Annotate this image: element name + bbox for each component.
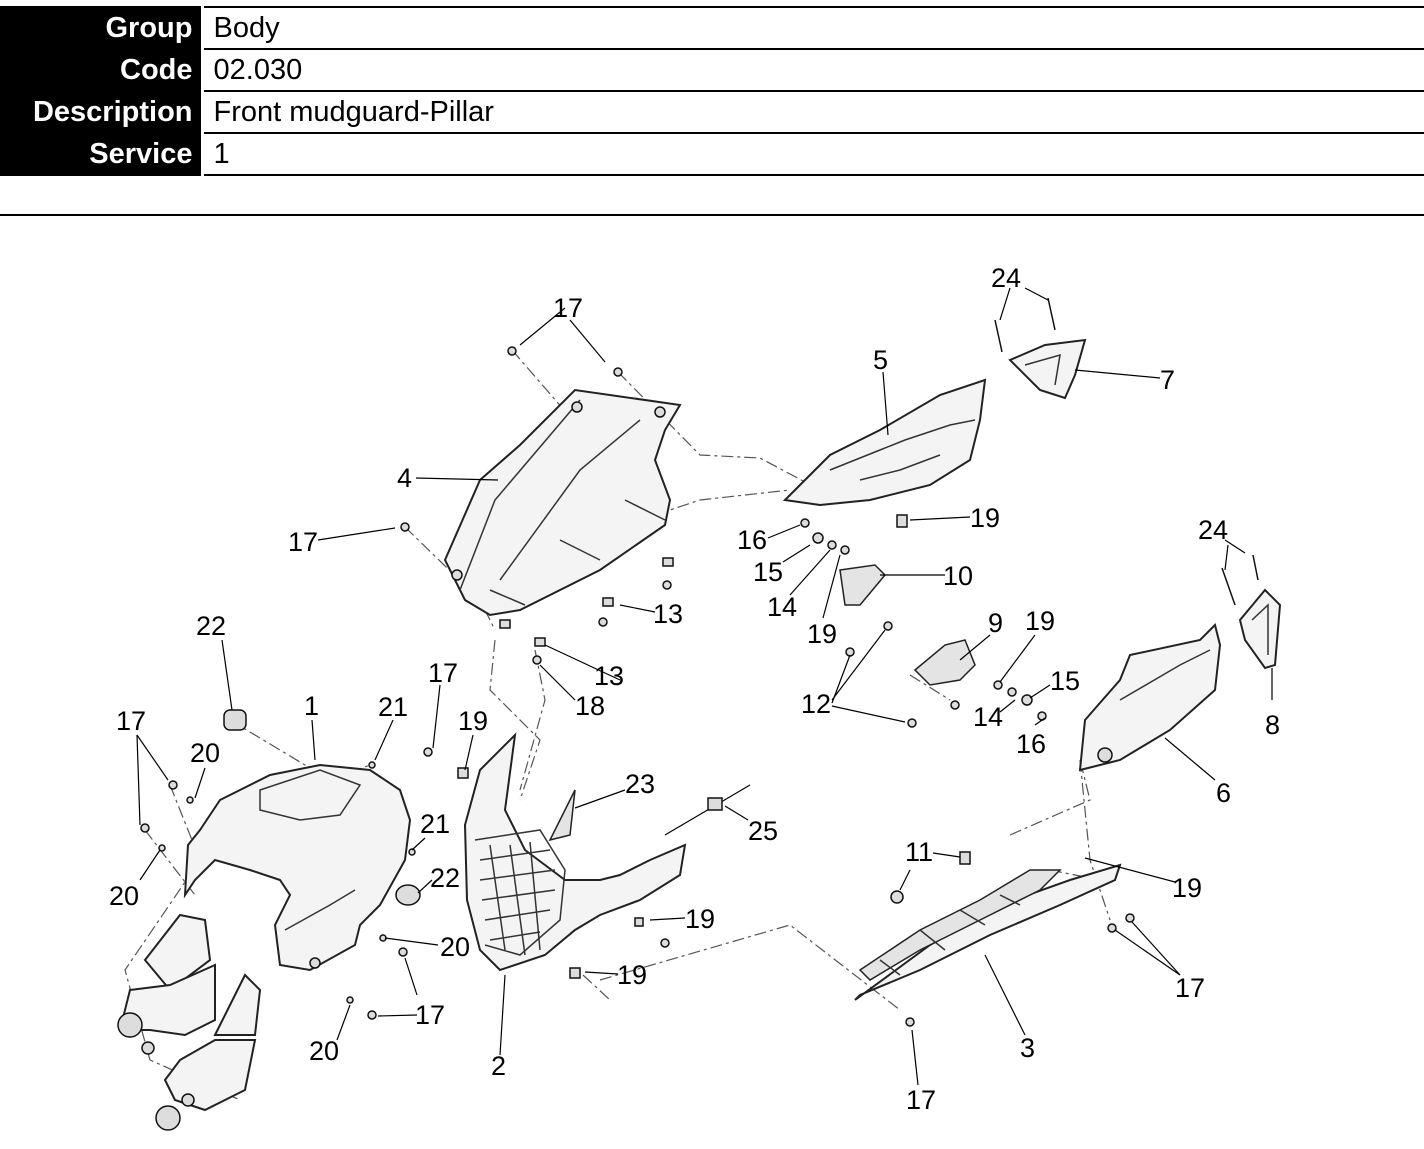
description-value: Front mudguard-Pillar — [213, 96, 494, 128]
callout-17: 17 — [906, 1085, 936, 1115]
callout-16: 16 — [737, 525, 767, 555]
leader-lines — [136, 287, 1273, 1086]
callout-22: 22 — [196, 611, 226, 641]
callout-16: 16 — [1016, 729, 1046, 759]
callout-17: 17 — [288, 527, 318, 557]
callout-14: 14 — [767, 592, 797, 622]
callout-13: 13 — [594, 661, 624, 691]
part-1-front-mudguard — [183, 709, 421, 972]
callout-labels: 17 24 5 7 4 19 17 16 15 10 24 14 13 19 2… — [109, 263, 1280, 1115]
callout-20: 20 — [440, 932, 470, 962]
header-separator — [0, 214, 1424, 216]
callout-19: 19 — [685, 904, 715, 934]
callout-19: 19 — [1172, 873, 1202, 903]
part-2-front-grille — [463, 732, 687, 972]
callout-19: 19 — [807, 619, 837, 649]
callout-24: 24 — [991, 263, 1021, 293]
callout-15: 15 — [1050, 666, 1080, 696]
callout-7: 7 — [1160, 365, 1175, 395]
callout-14: 14 — [973, 702, 1003, 732]
group-label: Group — [0, 7, 204, 49]
callout-24: 24 — [1198, 515, 1228, 545]
part-4-upper-cowl — [443, 388, 682, 617]
callout-20: 20 — [109, 881, 139, 911]
callout-19: 19 — [970, 503, 1000, 533]
callout-20: 20 — [190, 738, 220, 768]
callout-2: 2 — [491, 1051, 506, 1081]
callout-19: 19 — [617, 960, 647, 990]
info-row-code: Code 02.030 — [0, 49, 1424, 91]
service-label: Service — [0, 133, 204, 175]
group-value: Body — [213, 12, 280, 44]
info-row-group: Group Body — [0, 7, 1424, 49]
assembly-lines — [124, 349, 1111, 1101]
exploded-parts-diagram: 17 24 5 7 4 19 17 16 15 10 24 14 13 19 2… — [109, 263, 1282, 1131]
service-value: 1 — [213, 138, 230, 170]
description-label: Description — [0, 91, 204, 133]
code-label: Code — [0, 49, 204, 91]
part-10-bracket — [800, 514, 917, 728]
part-info-table: Group Body Code 02.030 Description Front… — [0, 6, 1424, 176]
callout-21: 21 — [378, 692, 408, 722]
callout-22: 22 — [430, 863, 460, 893]
callout-17: 17 — [1175, 973, 1205, 1003]
callout-25: 25 — [748, 816, 778, 846]
part-9-bracket — [913, 639, 1047, 721]
callout-19: 19 — [1025, 606, 1055, 636]
part-3-undertray — [854, 851, 1135, 1027]
callout-17: 17 — [428, 658, 458, 688]
callout-23: 23 — [625, 769, 655, 799]
front-fork — [117, 913, 262, 1131]
info-row-description: Description Front mudguard-Pillar — [0, 91, 1424, 133]
callout-17: 17 — [553, 293, 583, 323]
info-row-service: Service 1 — [0, 133, 1424, 175]
callout-19: 19 — [458, 706, 488, 736]
callout-17: 17 — [116, 706, 146, 736]
part-5-side-panel — [782, 378, 987, 507]
callout-4: 4 — [397, 463, 412, 493]
part-8-vent — [1221, 554, 1282, 670]
part-6-lower-side-panel — [1078, 623, 1222, 772]
callout-13: 13 — [653, 599, 683, 629]
callout-18: 18 — [575, 691, 605, 721]
fasteners — [140, 346, 674, 1020]
callout-6: 6 — [1216, 778, 1231, 808]
callout-8: 8 — [1265, 710, 1280, 740]
callout-20: 20 — [309, 1036, 339, 1066]
callout-9: 9 — [988, 608, 1003, 638]
callout-11: 11 — [905, 837, 933, 867]
callout-5: 5 — [873, 345, 888, 375]
part-7-vent-cover — [994, 297, 1087, 400]
code-value: 02.030 — [213, 54, 303, 86]
part-25-sensor-cable — [664, 784, 751, 836]
callout-17: 17 — [415, 1000, 445, 1030]
callout-15: 15 — [753, 557, 783, 587]
callout-1: 1 — [304, 691, 319, 721]
callout-10: 10 — [943, 561, 973, 591]
callout-21: 21 — [420, 809, 450, 839]
callout-12: 12 — [801, 689, 831, 719]
callout-3: 3 — [1020, 1033, 1035, 1063]
